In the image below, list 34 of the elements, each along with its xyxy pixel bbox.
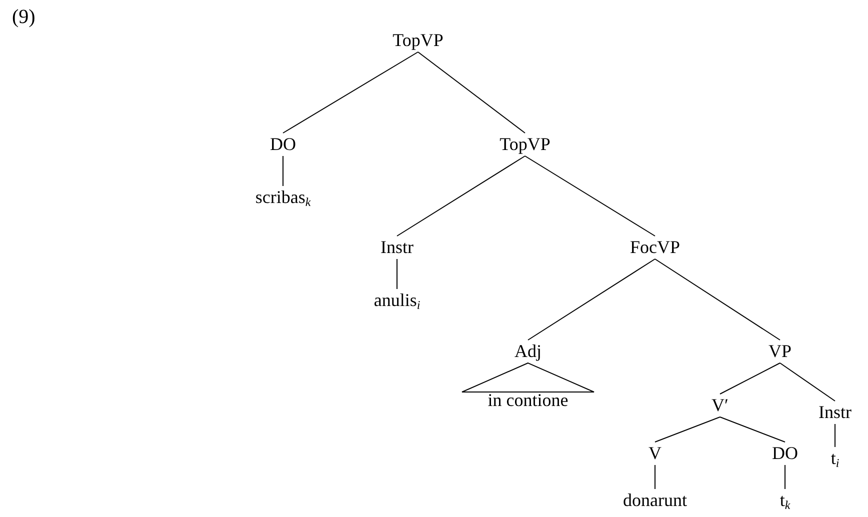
tree-branch (418, 52, 526, 134)
tree-label: Instr (818, 402, 852, 422)
tree-label: t$_{k}$ (780, 490, 790, 510)
tree-branch (524, 156, 656, 236)
tree-label: scribas$_{k}$ (255, 187, 311, 207)
tree-branch (654, 416, 720, 442)
tree-label: DO (772, 443, 798, 463)
tree-branch (834, 424, 836, 448)
tree-label: V′ (712, 395, 728, 415)
tree-label: V (648, 443, 662, 463)
tree-label: donarunt (623, 490, 687, 510)
tree-label: VP (768, 341, 792, 361)
example-number: (9) (12, 6, 36, 29)
tree-branch (654, 464, 656, 490)
tree-branch (720, 416, 786, 442)
tree-label: FocVP (630, 237, 680, 257)
tree-label: TopVP (500, 134, 550, 154)
tree-branch (780, 362, 836, 402)
tree-branch (282, 156, 284, 186)
tree-label: Adj (514, 341, 542, 361)
tree-label: Instr (380, 237, 414, 257)
tree-label: TopVP (392, 30, 444, 50)
tree-branch (282, 52, 418, 134)
tree-branch (784, 464, 786, 490)
tree-branch (396, 258, 398, 290)
tree-label: anulis$_{i}$ (374, 290, 420, 310)
tree-label: DO (270, 134, 296, 154)
tree-label: in contione (488, 390, 568, 410)
tree-branch (654, 258, 780, 340)
triangle-branch (462, 362, 594, 392)
tree-label: t$_{i}$ (830, 448, 840, 468)
tree-branch (528, 258, 656, 340)
tree-branch (720, 362, 780, 394)
tree-branch (396, 156, 526, 236)
